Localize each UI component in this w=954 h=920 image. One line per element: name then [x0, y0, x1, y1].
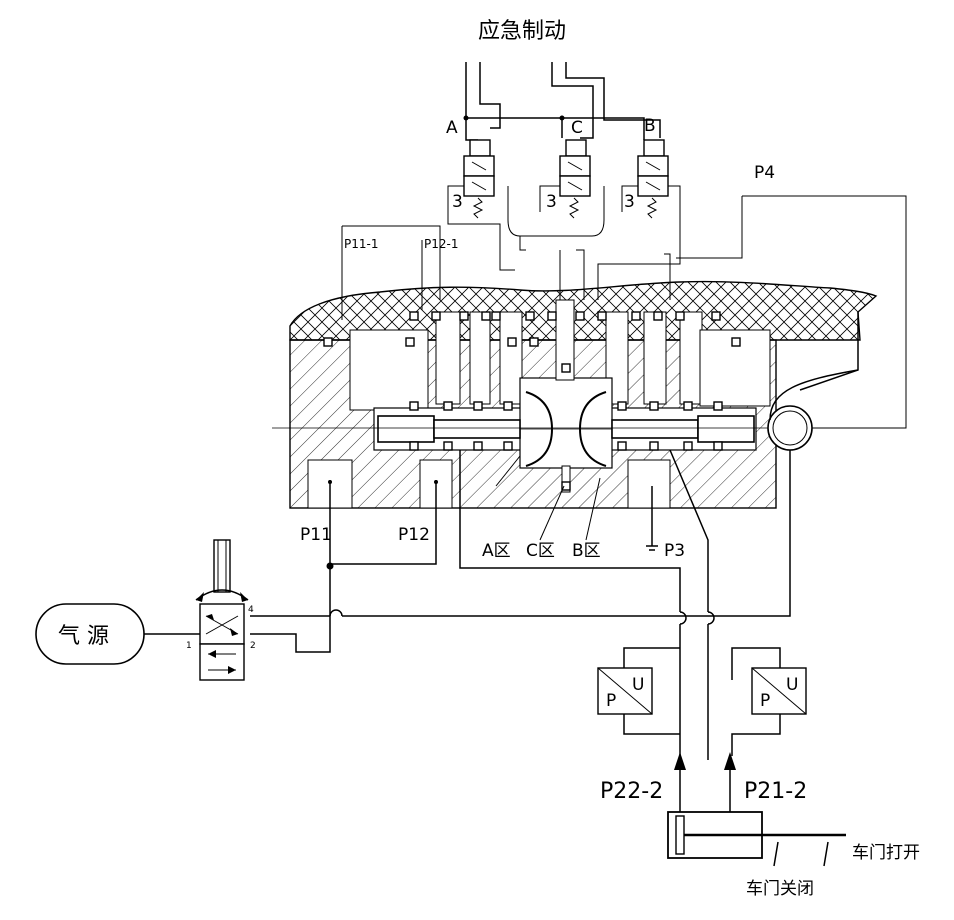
zone-c-label: C区	[526, 541, 555, 561]
zone-a-label: A区	[482, 541, 511, 561]
pressure-switch-right	[731, 647, 807, 756]
p4-label: P4	[754, 163, 775, 183]
door-cylinder	[667, 811, 846, 867]
valve-body	[272, 280, 878, 509]
pu-right-u: U	[786, 675, 798, 695]
port-b-label: B	[644, 116, 656, 136]
hand-valve-port-2: 2	[250, 641, 256, 651]
pu-left-p: P	[606, 691, 616, 711]
pu-left-u: U	[632, 675, 644, 695]
port-a-label: A	[446, 118, 458, 138]
p21-2-label: P21-2	[744, 779, 807, 804]
hand-valve-port-1: 1	[186, 641, 192, 651]
pressure-switch-left	[597, 647, 680, 735]
p12-1-label: P12-1	[424, 237, 458, 251]
hand-valve-port-4: 4	[248, 605, 254, 615]
pu-right-p: P	[760, 691, 770, 711]
emergency-brake-title: 应急制动	[478, 19, 566, 44]
p4-line	[676, 195, 907, 429]
emergency-brake-pipes	[463, 62, 661, 141]
valve-a-exhaust-label: 3	[452, 192, 463, 212]
flow-arrows	[674, 752, 736, 812]
zone-b-label: B区	[572, 541, 601, 561]
valve-c-exhaust-label: 3	[546, 192, 557, 212]
solenoid-valve-c	[539, 139, 591, 219]
port-c-label: C	[571, 118, 583, 138]
valve-b-exhaust-label: 3	[624, 192, 635, 212]
p11-1-label: P11-1	[344, 237, 378, 251]
p12-label: P12	[398, 525, 430, 545]
air-source-label: 气 源	[58, 624, 109, 649]
p11-label: P11	[300, 525, 332, 545]
solenoid-valve-a	[447, 139, 515, 271]
door-close-label: 车门关闭	[746, 879, 814, 899]
manual-changeover-valve	[195, 539, 249, 681]
port-lines	[250, 449, 791, 760]
solenoid-valve-b	[597, 139, 681, 300]
p3-label: P3	[664, 541, 685, 561]
door-open-label: 车门打开	[852, 843, 920, 863]
p22-2-label: P22-2	[600, 779, 663, 804]
air-source	[35, 603, 200, 665]
